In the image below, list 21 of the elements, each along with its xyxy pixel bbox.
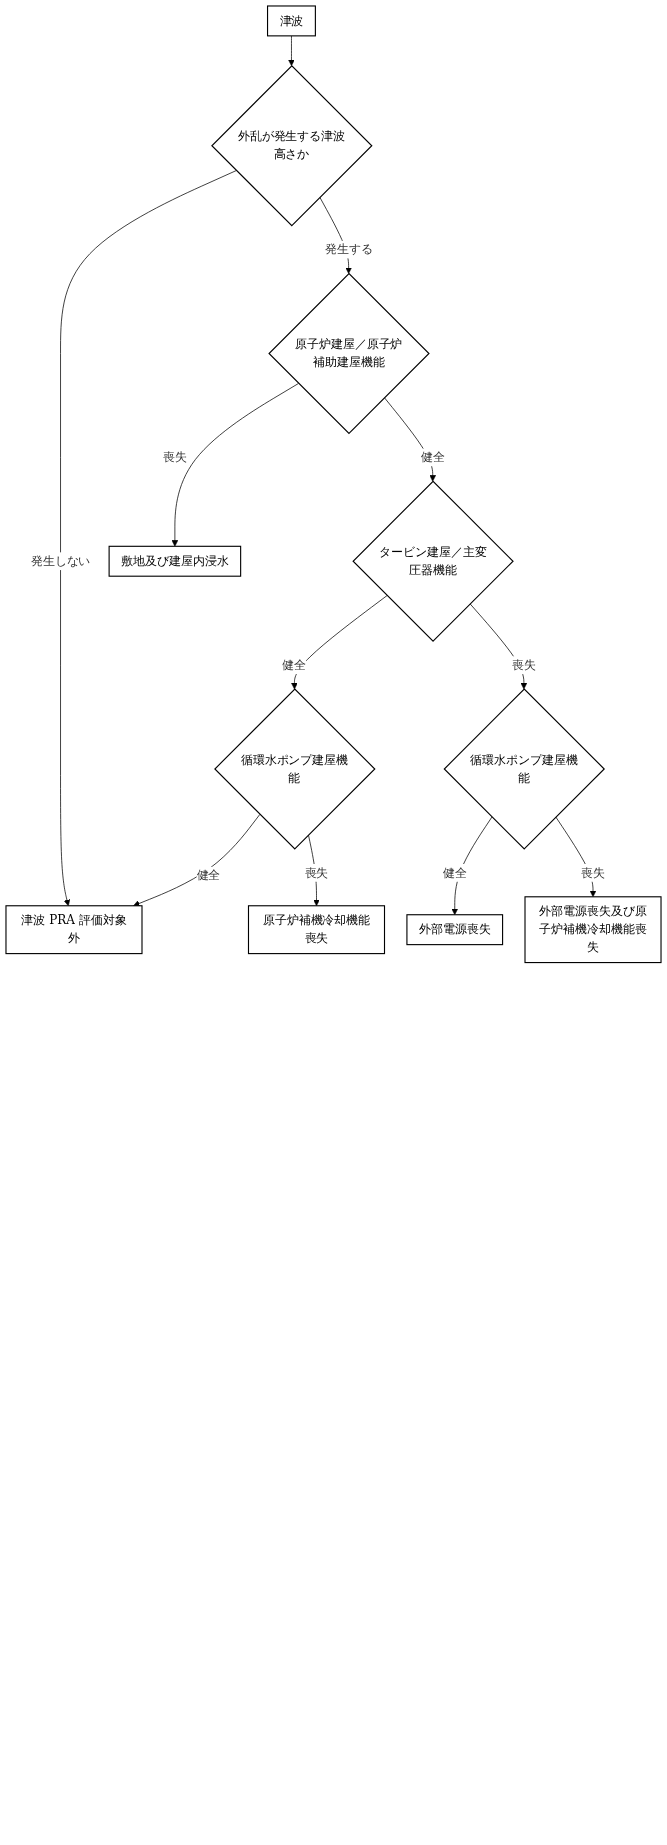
node-diamond: 原子炉建屋／原子炉補助建屋機能 (268, 272, 430, 435)
edge-label: 健全 (420, 449, 445, 465)
node-diamond: 循環水ポンプ建屋機能 (214, 688, 376, 850)
node-diamond: 循環水ポンプ建屋機能 (443, 688, 605, 850)
edge-label: 喪失 (304, 865, 329, 880)
node-box: 津波 PRA 評価対象外 (5, 905, 143, 955)
node-diamond: 外乱が発生する津波高さか (211, 64, 373, 227)
node-box: 外部電源喪失 (406, 914, 504, 946)
node-box: 津波 (267, 5, 316, 37)
edge-label: 発生する (324, 242, 373, 257)
edge-label: 健全 (282, 657, 307, 672)
node-box: 原子炉補機冷却機能喪失 (247, 905, 386, 955)
node-box: 敷地及び建屋内浸水 (108, 545, 242, 577)
edge-label: 喪失 (581, 865, 605, 880)
edge-label: 喪失 (162, 449, 187, 465)
edge-label: 喪失 (511, 657, 536, 672)
edge-label: 発生しない (30, 553, 91, 568)
node-box: 外部電源喪失及び原子炉補機冷却機能喪失 (524, 896, 662, 964)
edge-label: 健全 (196, 868, 221, 883)
node-diamond: タービン建屋／主変圧器機能 (352, 480, 514, 642)
edge-label: 健全 (442, 865, 467, 880)
